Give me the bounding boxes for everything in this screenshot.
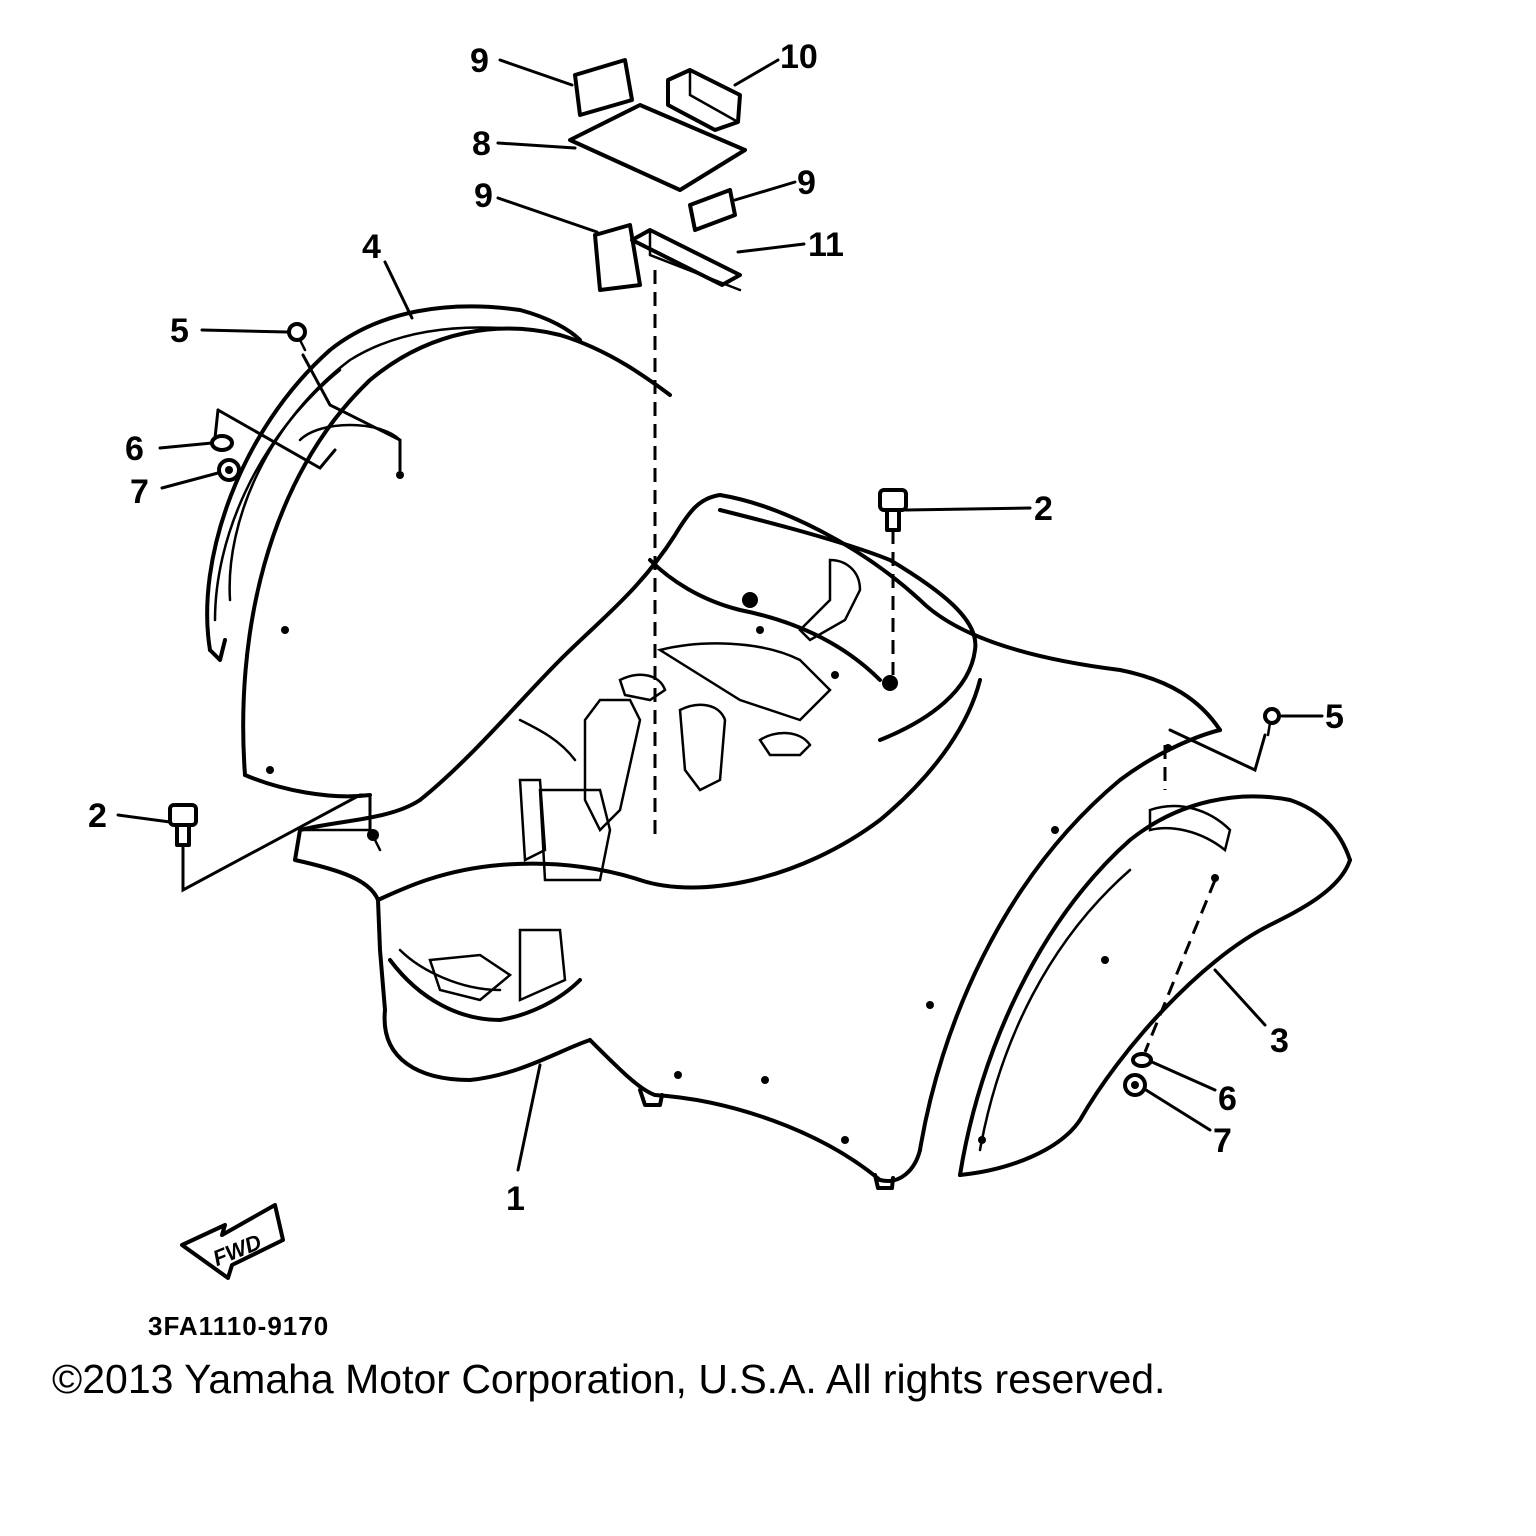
assembly-line-washer-right [1143,879,1217,1053]
part-6-washer-right [1131,1052,1153,1068]
part-9-pad-top [573,58,634,117]
part-11-strip [630,228,742,292]
callout-11: 11 [808,226,844,264]
fwd-label: FWD [209,1229,265,1271]
callout-9-top: 9 [470,42,489,80]
callout-3: 3 [1270,1022,1289,1060]
part-9-pad-lower [593,223,642,292]
part-7-nut-left [217,458,241,482]
assembly-line-clip-right [1168,728,1267,773]
fwd-arrow-icon: FWD [180,1203,285,1280]
part-5-clip-right [1263,707,1281,737]
callout-5-left: 5 [170,312,189,350]
part-8-plate [568,103,747,192]
diagram-code: 3FA1110-9170 [148,1311,329,1341]
part-7-nut-right [1123,1073,1147,1097]
part-2-bolt-right [878,488,908,532]
callout-8: 8 [472,125,491,163]
callout-7-right: 7 [1213,1122,1232,1160]
callout-6-right: 6 [1218,1080,1237,1118]
callout-9-right: 9 [797,164,816,202]
callout-6-left: 6 [125,430,144,468]
assembly-line-clip-left [301,353,402,472]
callout-10: 10 [780,38,818,76]
part-1-rear-fender [293,493,1222,1190]
callout-1: 1 [506,1180,525,1218]
part-9-pad-right [688,188,737,232]
callout-7-left: 7 [130,473,149,511]
assembly-line-bolt-left [181,793,372,893]
leader-lines [116,58,1324,1172]
part-4-left-fender [205,304,672,799]
callout-4: 4 [362,228,381,266]
callout-5-right: 5 [1325,698,1344,736]
part-3-right-fender [958,744,1352,1177]
part-5-clip-left [287,322,307,352]
callout-2-left: 2 [88,797,107,835]
assembly-line-washer-left [216,408,337,470]
part-2-bolt-left [168,803,198,847]
part-10-block [666,68,742,132]
copyright-notice: ©2013 Yamaha Motor Corporation, U.S.A. A… [52,1356,1166,1402]
callout-9-lower: 9 [474,177,493,215]
callout-2-right: 2 [1034,490,1053,528]
